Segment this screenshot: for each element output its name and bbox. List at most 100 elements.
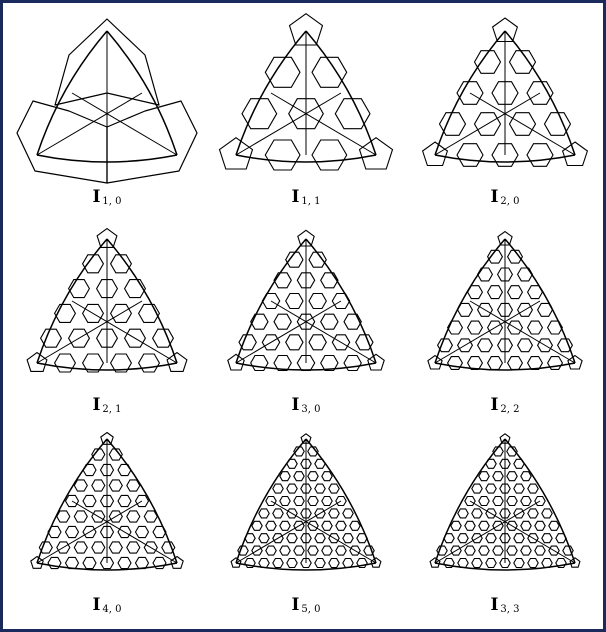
cell-polygon-19 [81,254,105,274]
cell-polygon-7 [355,334,374,351]
triangle-edge-left [434,438,506,564]
cell-polygon-55 [471,483,483,494]
lobe-outline-0 [54,18,160,106]
triangle-edge-right [305,438,377,564]
cell-polygon-3 [328,557,340,569]
cell-polygon-6 [508,112,537,136]
triangle-edge-right [305,238,377,364]
cell-polygon-3 [506,356,524,370]
triangle-edge-left [434,30,506,156]
cell-polygon-39 [328,508,340,519]
cell-polygon-53 [499,483,511,494]
cell-polygon-17 [67,279,91,299]
cell-polygon-43 [91,448,106,461]
cell-polygon-19 [117,525,132,539]
cell-polygon-36 [108,479,123,492]
cell-polygon-14 [520,545,532,556]
cell-polygon-38 [73,479,88,492]
cell-polygon-2 [541,557,553,569]
cell-polygon-36 [265,520,277,531]
triangle-edge-right [106,238,178,364]
cell-polygon-22 [342,533,354,544]
lattice-drawing [429,433,581,571]
cell-polygon-4 [53,353,77,373]
cell-polygon-32 [476,267,494,282]
cell-polygon-16 [492,545,504,556]
cell-polygon-31 [534,520,546,531]
cell-polygon-0 [561,141,589,167]
cell-polygon-41 [499,508,511,519]
cell-polygon-10 [39,328,63,348]
edge-axis-0 [270,300,307,323]
caption-subscript: 2, 0 [500,196,520,207]
triangle-edge-left [36,438,108,564]
cell-polygon-56 [520,471,532,482]
cell-polygon-3 [527,557,539,569]
cell-polygon-20 [99,525,115,539]
cell-polygon-35 [126,479,141,492]
cell-polygon-4 [99,556,115,570]
cell-polygon-52 [314,483,326,494]
lattice-drawing [218,13,394,171]
cell-polygon-2 [109,353,133,373]
cell-polygon-64 [492,446,504,457]
cell-polygon-48 [293,495,305,507]
cell-polygon-24 [513,533,525,544]
cell-polygon-9 [67,328,91,348]
cell-polygon-37 [251,520,263,531]
caption-subscript: 3, 0 [301,404,321,415]
cell-polygon-20 [285,292,304,310]
caption-letter: I [92,395,101,415]
cell-polygon-50 [265,495,277,507]
caption-letter: I [291,187,300,207]
triangle-edge-bottom [434,154,576,163]
triangle-edge-right [106,438,178,564]
cell-polygon-13 [81,303,105,323]
cell-polygon-7 [123,328,147,348]
cell-polygon-1 [343,354,362,372]
cell-polygon-61 [499,458,511,469]
cell-polygon-38 [541,508,553,519]
triangle-edge-left [434,238,506,364]
cell-polygon-22 [516,302,534,317]
cell-polygon-42 [485,508,497,519]
cell-polygon-8 [264,56,301,88]
cell-polygon-31 [117,494,132,508]
cell-polygon-10 [516,338,534,353]
caption-subscript: 5, 0 [301,604,321,615]
edge-axis-2 [305,500,342,523]
cell-polygon-16 [95,279,119,299]
cell-polygon-15 [307,545,319,556]
cell-polygon-6 [485,557,497,569]
cell-polygon-4 [421,141,449,167]
cell-polygon-6 [286,557,298,569]
cell-polygon-6 [64,556,80,570]
vertex-axis-2 [305,321,377,364]
vertex-axis-1 [36,113,108,156]
lattice-drawing [421,17,589,167]
cell-polygon-3 [456,143,484,167]
cell-polygon-27 [272,533,284,544]
cell-polygon-14 [321,545,333,556]
triangle-edge-bottom [434,562,576,571]
cell-polygon-13 [456,338,474,353]
edge-axis-2 [504,92,541,115]
vertex-axis-1 [434,113,506,156]
cell-polygon-22 [64,525,80,539]
cell-polygon-34 [64,494,80,508]
triangle-edge-left [36,238,108,364]
cell-polygon-7 [311,56,348,88]
cell-polygon-45 [335,495,347,507]
cell-polygon-1 [526,143,554,167]
cell-polygon-33 [506,249,524,264]
cell-polygon-42 [286,508,298,519]
